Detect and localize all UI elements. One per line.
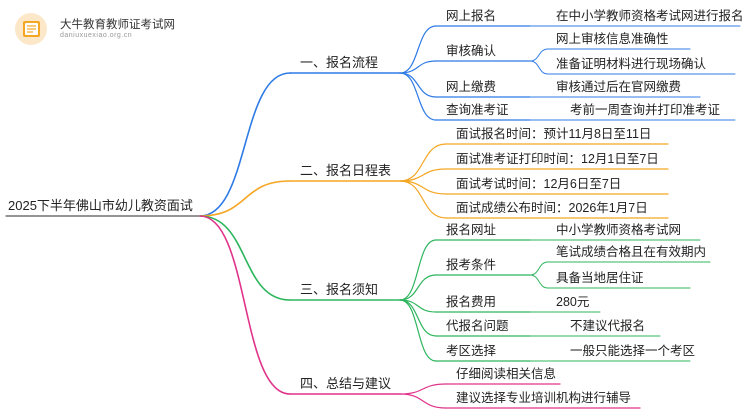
branch-1-connector bbox=[199, 72, 291, 217]
b1-item-3-connector bbox=[399, 72, 437, 98]
b2-item-4-connector bbox=[399, 180, 447, 219]
b2-item-3: 面试考试时间：12月6日至7日 bbox=[456, 177, 622, 191]
b2-item-1-connector bbox=[399, 143, 447, 182]
b1-item-1-detail-1: 在中小学教师资格考试网进行报名 bbox=[556, 9, 744, 23]
b3-item-4: 代报名问题 bbox=[446, 319, 509, 333]
b1-item-4-detail-1: 考前一周查询并打印准考证 bbox=[570, 103, 721, 117]
b3-item-3-detail-1: 280元 bbox=[556, 295, 590, 309]
b1-item-2-detail-2-connector bbox=[529, 60, 549, 75]
b3-item-1: 报名网址 bbox=[446, 223, 497, 237]
b3-item-2-detail-1: 笔试成绩合格且在有效期内 bbox=[556, 245, 707, 259]
b3-item-5-detail-1: 一般只能选择一个考区 bbox=[570, 344, 696, 358]
b4-item-2: 建议选择专业培训机构进行辅导 bbox=[456, 391, 632, 405]
b2-item-2-connector bbox=[399, 168, 447, 182]
b2-item-4: 面试成绩公布时间：2026年1月7日 bbox=[456, 201, 648, 215]
b4-item-1: 仔细阅读相关信息 bbox=[456, 367, 557, 381]
b1-item-2: 审核确认 bbox=[446, 44, 497, 58]
branch-4-label: 四、总结与建议 bbox=[300, 376, 392, 391]
b1-item-1: 网上报名 bbox=[446, 9, 497, 23]
b3-item-2-detail-2-connector bbox=[529, 274, 549, 289]
b2-item-3-connector bbox=[399, 180, 447, 195]
b3-item-3: 报名费用 bbox=[446, 295, 497, 309]
branch-2-label: 二、报名日程表 bbox=[300, 163, 392, 178]
b3-item-5: 考区选择 bbox=[446, 344, 497, 358]
watermark-url: daniuxuexiao.org.cn bbox=[60, 32, 133, 39]
b1-item-4-connector bbox=[399, 72, 437, 121]
watermark-name: 大牛教育教师证考试网 bbox=[60, 19, 175, 31]
watermark-logo: 大牛教育教师证考试网 daniuxuexiao.org.cn bbox=[14, 12, 214, 48]
b1-item-2-detail-1-connector bbox=[529, 48, 549, 62]
b3-item-2-detail-2: 具备当地居住证 bbox=[556, 271, 644, 285]
b3-item-1-connector bbox=[399, 239, 437, 301]
b4-item-2-connector bbox=[399, 393, 447, 409]
b1-item-4: 查询准考证 bbox=[446, 103, 509, 117]
b2-item-2: 面试准考证打印时间：12月1日至7日 bbox=[456, 152, 659, 166]
b4-item-1-connector bbox=[399, 383, 447, 395]
branch-3-label: 三、报名须知 bbox=[300, 282, 379, 297]
b1-item-2-detail-2: 准备证明材料进行现场确认 bbox=[556, 57, 707, 71]
b1-item-2-detail-1: 网上审核信息准确性 bbox=[556, 32, 669, 46]
b3-item-2-detail-1-connector bbox=[529, 261, 549, 276]
b1-item-3-detail-1: 审核通过后在官网缴费 bbox=[556, 80, 682, 94]
branch-4-connector bbox=[199, 215, 291, 395]
root-topic: 2025下半年佛山市幼儿教资面试 bbox=[8, 198, 193, 213]
branch-1-label: 一、报名流程 bbox=[300, 55, 379, 70]
b3-item-2: 报考条件 bbox=[446, 258, 497, 272]
book-icon bbox=[15, 13, 47, 45]
b3-item-2-connector bbox=[399, 274, 437, 301]
b3-item-1-detail-1: 中小学教师资格考试网 bbox=[556, 223, 682, 237]
b3-item-5-connector bbox=[399, 299, 437, 362]
branch-2-connector bbox=[199, 180, 291, 217]
b1-item-1-connector bbox=[399, 25, 437, 74]
b1-item-2-connector bbox=[399, 60, 437, 74]
b3-item-4-detail-1: 不建议代报名 bbox=[570, 319, 646, 333]
b1-item-3: 网上缴费 bbox=[446, 80, 497, 94]
b2-item-1: 面试报名时间：预计11月8日至11日 bbox=[456, 127, 652, 141]
branch-3-connector bbox=[199, 215, 291, 301]
